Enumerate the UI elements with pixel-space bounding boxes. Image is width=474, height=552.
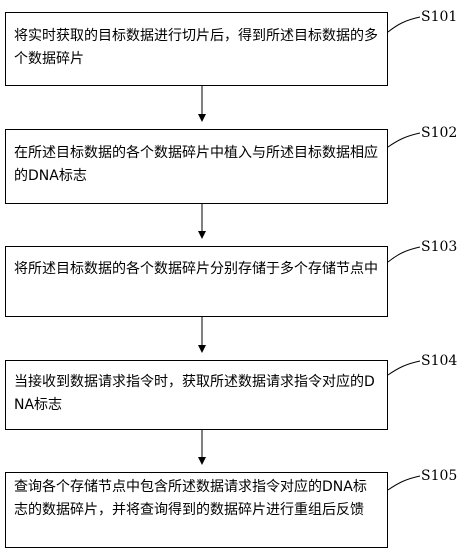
- leader-line-s101: [387, 16, 421, 33]
- step-box-s104: 当接收到数据请求指令时，获取所述数据请求指令对应的DNA标志: [5, 360, 388, 430]
- step-text-s101: 将实时获取的目标数据进行切片后，得到所述目标数据的多个数据碎片: [14, 28, 378, 67]
- step-text-s105: 查询各个存储节点中包含所述数据请求指令对应的DNA标志的数据碎片，并将查询得到的…: [14, 479, 367, 518]
- step-label-s101: S101: [421, 9, 458, 25]
- step-text-s103: 将所述目标数据的各个数据碎片分别存储于多个存储节点中: [14, 261, 378, 277]
- step-box-s105: 查询各个存储节点中包含所述数据请求指令对应的DNA标志的数据碎片，并将查询得到的…: [5, 472, 388, 548]
- leader-line-s105: [387, 475, 421, 491]
- step-box-s101: 将实时获取的目标数据进行切片后，得到所述目标数据的多个数据碎片: [5, 12, 388, 86]
- leader-line-s104: [387, 360, 421, 376]
- leader-line-s103: [387, 246, 421, 263]
- step-text-s104: 当接收到数据请求指令时，获取所述数据请求指令对应的DNA标志: [14, 374, 375, 413]
- step-label-s104: S104: [421, 353, 458, 369]
- step-label-s102: S102: [421, 125, 458, 141]
- step-text-s102: 在所述目标数据的各个数据碎片中植入与所述目标数据相应的DNA标志: [14, 145, 378, 184]
- leader-line-s102: [387, 132, 421, 148]
- step-box-s102: 在所述目标数据的各个数据碎片中植入与所述目标数据相应的DNA标志: [5, 129, 388, 204]
- step-label-s105: S105: [421, 468, 458, 484]
- step-box-s103: 将所述目标数据的各个数据碎片分别存储于多个存储节点中: [5, 246, 388, 317]
- step-label-s103: S103: [421, 239, 458, 255]
